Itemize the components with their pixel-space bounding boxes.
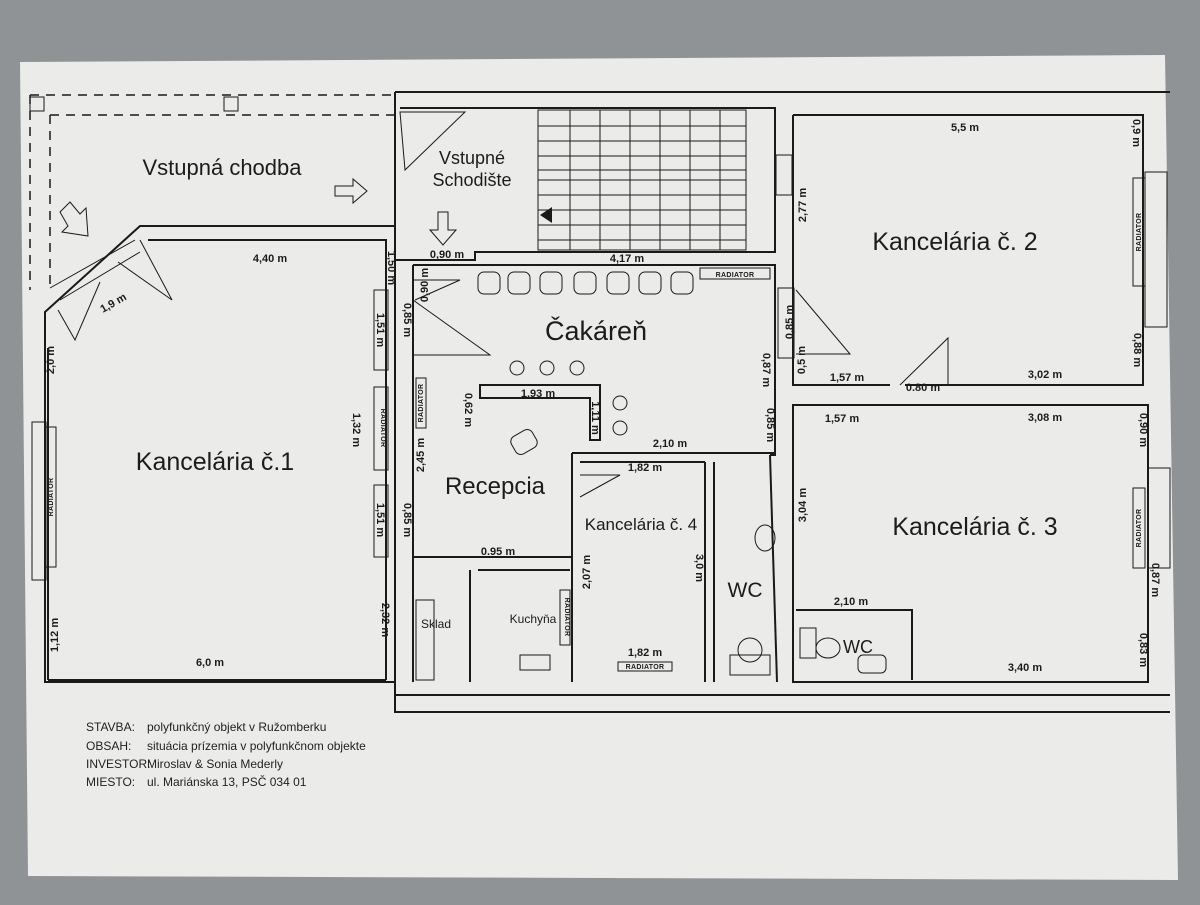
right-offices-walls [775,114,1171,683]
title-value: situácia prízemia v polyfunkčnom objekte [147,739,366,753]
dimension-label: 1,12 m [49,618,61,652]
radiator-label: RADIATOR [626,664,665,671]
dimension-label: 0,87 m [760,353,772,387]
arrow-icon [59,201,89,237]
radiator-label: RADIATOR [379,409,386,448]
dimension-label: 0,62 m [462,393,474,427]
dimension-label: 3,04 m [797,488,809,522]
title-value: polyfunkčný objekt v Ružomberku [147,720,326,734]
dimension-label: 1,82 m [628,647,662,659]
dimension-label: 0,85 m [401,303,413,337]
dimension-label: 1,11 m [589,401,601,435]
dimension-label: 1,82 m [628,462,662,474]
dimension-label: 0,85 m [401,503,413,537]
dimension-label: 0,83 m [1137,633,1149,667]
radiator-label: RADIATOR [48,478,55,517]
dimension-label: 1,93 m [521,388,555,400]
title-label: MIESTO: [86,775,135,789]
waiting-chairs [477,271,694,455]
dimension-label: 0,90 m [430,249,464,261]
title-label: STAVBA: [86,720,135,734]
dimension-label: 1,32 m [350,413,362,447]
radiator-label: RADIATOR [1136,509,1143,548]
title-label: OBSAH: [86,739,131,753]
dimension-label: 2,10 m [653,438,687,450]
radiator-label: RADIATOR [563,598,570,637]
title-value: ul. Mariánska 13, PSČ 034 01 [147,774,307,789]
room-label-reception: Recepcia [445,473,546,500]
room-label-office2: Kancelária č. 2 [872,228,1037,256]
dimension-label: 3,08 m [1028,412,1062,424]
room-label-wc: WC [728,579,763,602]
dimension-label: 1,51 m [374,313,386,347]
dimension-label: 0,85 m [764,408,776,442]
dimension-label: 2,77 m [797,188,809,222]
room-label-office3: Kancelária č. 3 [892,513,1057,541]
radiator-labels: RADIATOR RADIATOR RADIATOR RADIATOR RADI… [48,213,1143,671]
dimension-label: 0,85 m [784,305,796,339]
room-label-stairs: Vstupné [439,148,505,168]
dimension-label: 0,5 m [796,346,808,374]
room-label-entrance-corridor: Vstupná chodba [142,155,302,180]
title-value: Miroslav & Sonia Mederly [147,757,283,771]
dimension-label: 0,90 m [419,268,431,302]
dimension-label: 4,40 m [253,253,287,265]
room-label-stairs: Schodište [432,170,511,190]
title-block: STAVBA: polyfunkčný objekt v Ružomberku … [86,720,366,789]
dimension-label: 1,57 m [830,372,864,384]
room-label-office4: Kancelária č. 4 [585,515,697,534]
title-label: INVESTOR: [86,757,150,771]
dimension-label: 1,57 m [825,413,859,425]
radiator-label: RADIATOR [1136,213,1143,252]
dimension-label: 2,32 m [379,603,391,637]
dimension-label: 1,50 m [385,251,397,285]
dimension-label: 3,0 m [693,554,705,582]
dimension-label: 5,5 m [951,122,979,134]
column-marker [223,96,239,112]
dimension-label: 0,88 m [1131,333,1143,367]
dimension-label: 1,51 m [374,503,386,537]
column-marker [29,96,45,112]
dimension-label: 3,40 m [1008,662,1042,674]
dimension-label: 0.95 m [481,546,515,558]
room-label-wc-office3: WC [843,637,873,657]
room-label-office1: Kancelária č.1 [136,448,294,476]
dimension-label: 0,87 m [1149,563,1161,597]
dimension-label: 3,02 m [1028,369,1062,381]
office1-walls [31,225,396,683]
room-label-waiting-room: Čakáreň [545,315,647,346]
dimension-label: 0.80 m [906,382,940,394]
dimension-label: 2,10 m [834,596,868,608]
dimension-label: 0,9 m [1130,119,1142,147]
dimension-label: 2,45 m [415,438,427,472]
dimension-label: 2,07 m [581,555,593,589]
dimension-label: 6,0 m [196,657,224,669]
radiator-label: RADIATOR [418,384,425,423]
paper-sheet [20,55,1178,880]
dimension-label: 2,0 m [45,346,57,374]
radiator-label: RADIATOR [716,272,755,279]
stairwell [394,91,1170,261]
arrow-icon [428,211,458,246]
entrance-corridor-outline [29,94,395,290]
arrow-icon [334,177,368,205]
dimension-label: 4,17 m [610,253,644,265]
room-label-kitchen: Kuchyňa [510,612,557,626]
room-label-storage: Sklad [421,617,451,631]
dimension-label: 0,90 m [1137,413,1149,447]
bottom-wall [394,682,1170,713]
